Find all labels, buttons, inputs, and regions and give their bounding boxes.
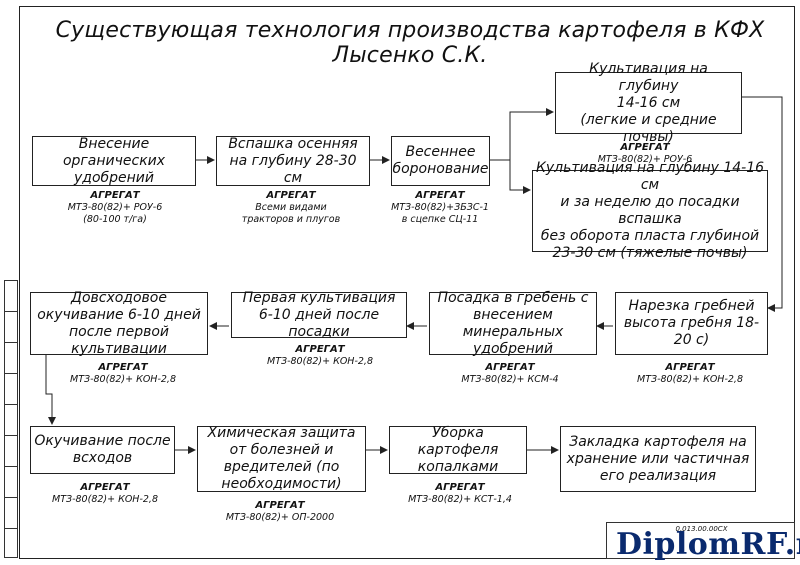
step-postemergence-hilling: Окучивание после всходов [30,426,175,474]
step-autumn-plowing: Вспашка осенняя на глубину 28-30 см [216,136,370,186]
title-block: 0.013.00.00СХ [606,522,795,559]
arrow-3-cult-heavy [509,160,531,194]
step-ridge-cutting: Нарезка гребней высота гребня 18-20 с) [615,292,768,355]
drawing-code: 0.013.00.00СХ [675,525,728,533]
step-planting-ridge: Посадка в гребень с внесением минеральны… [429,290,597,357]
arrow-3-cult-light [490,108,554,161]
watermark-logo: DiplomRF.ru [616,527,800,562]
drawing-frame [19,6,795,559]
step-chemical-protection: Химическая защита от болезней и вредител… [197,425,366,492]
step-spring-harrowing: Весеннее боронование [391,136,490,186]
arrow-hill-to-row3 [45,355,56,425]
step-preemergence-hilling: Довсходовое окучивание 6-10 дней после п… [30,290,208,357]
side-stamp [4,280,18,558]
step-first-cultivation: Первая культивация 6-10 дней после посад… [231,290,407,340]
step-storage: Закладка картофеля на хранение или части… [560,426,756,492]
step-organic-fertilizer: Внесение органических удобрений [32,136,196,186]
step-harvesting: Уборка картофеля копалками [389,425,527,475]
arrow-cult-to-ridge [742,96,783,312]
page-title: Существующая технология производства кар… [55,18,765,68]
